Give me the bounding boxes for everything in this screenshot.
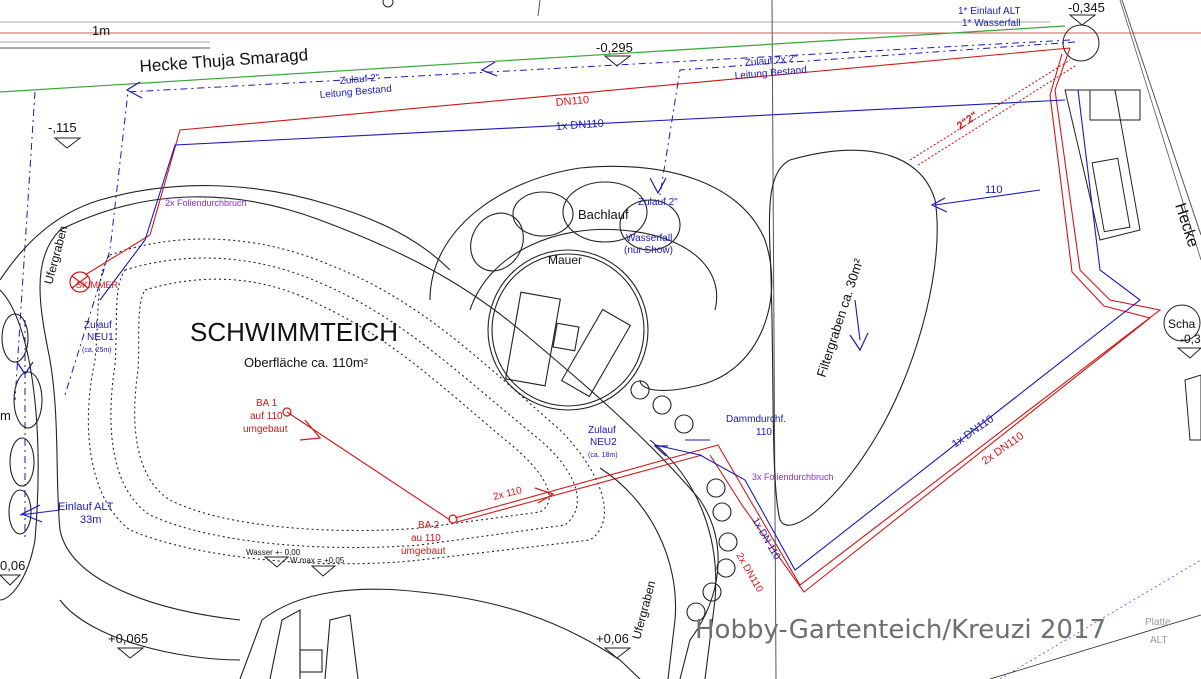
folie-2x-label: 2x Foliendurchbruch: [165, 198, 247, 208]
wasser-level: Wasser +- 0,00: [246, 548, 301, 557]
zulauf-neu2-label-3: (ca. 18m): [588, 452, 618, 459]
level-left-bottom: 0,06: [0, 558, 25, 573]
einlauf-alt-label-2: 33m: [80, 514, 101, 526]
right-2xdn110-label: 2x DN110: [980, 430, 1026, 467]
schacht-label-1: Scha: [1168, 317, 1196, 331]
drain-ba1-symbol: [282, 407, 292, 417]
labels: 1m Hecke Thuja Smaragd Hecke -0,295 -0,3…: [0, 0, 1201, 646]
schacht-label-2: -0,3: [1180, 332, 1201, 346]
ba1-label-2: auf 110: [250, 411, 283, 422]
platte-label-2: ALT: [1150, 635, 1168, 646]
hedge-right-label: Hecke: [1171, 201, 1201, 249]
ba2-label-1: BA 2: [418, 520, 440, 531]
pipe-110-label: 110: [985, 184, 1003, 196]
folie-3x-label: 3x Foliendurchbruch: [752, 472, 834, 482]
stepping-stones: [630, 380, 738, 622]
wasserfall-label-1: Wasserfall: [626, 233, 672, 244]
dn110-top-label: DN110: [555, 94, 589, 109]
wmax-level: W max = +0,05: [290, 556, 345, 565]
hedge-line: [0, 25, 1066, 93]
zulauf-neu1-label-2: NEU1: [87, 332, 114, 343]
zulauf-bestand-right-1: Zulauf 2x 2": [744, 53, 798, 69]
level-top-mid: -0,295: [596, 40, 633, 55]
zulauf-bestand-left-1: Zulauf 2": [339, 73, 380, 87]
damm-label-1: Dammdurchf.: [726, 414, 786, 425]
ba2-label-3: umgebaut: [401, 546, 446, 557]
pond-outlines: [0, 149, 938, 679]
ba1-label-1: BA 1: [256, 398, 278, 409]
drain-ba2-symbol: [448, 514, 458, 524]
mauer-label: Mauer: [548, 253, 582, 267]
dim-2x2-label: 2"2": [955, 110, 980, 133]
ba2-label-2: au 110: [411, 533, 441, 544]
pond-area: Oberfläche ca. 110m²: [244, 355, 369, 370]
ufergraben-bottom-label: Ufergraben: [629, 579, 658, 641]
scale-label: 1m: [92, 23, 110, 38]
ba1-label-3: umgebaut: [243, 424, 288, 435]
flow-arrows: [20, 197, 948, 523]
pump-structures: [989, 24, 1201, 679]
zulauf-neu2-label-2: NEU2: [590, 437, 617, 448]
level-bottom-mid: +0,065: [108, 631, 148, 646]
bachlauf-basins: [470, 181, 681, 411]
zulauf-neu2-label-1: Zulauf: [588, 425, 616, 436]
hedge-top-label: Hecke Thuja Smaragd: [139, 45, 309, 76]
skimmer-symbol: [69, 271, 91, 293]
level-top-right: -0,345: [1068, 0, 1105, 15]
platte-label-1: Platte: [1145, 617, 1171, 628]
level-left: -,115: [48, 120, 77, 135]
red-pipes: [84, 47, 1162, 593]
ufergraben-left-label: Ufergraben: [41, 224, 70, 286]
filtergraben-label: Filtergraben ca. 30m²: [814, 256, 867, 379]
skimmer-label: SKIMMER: [76, 280, 119, 290]
einlauf-alt-label-1: Einlauf ALT: [58, 501, 114, 513]
zulauf-neu1-label-1: Zulauf: [84, 320, 112, 331]
level-markers: [0, 0, 1201, 659]
damm-label-2: 110: [756, 427, 772, 438]
dn110-top-blue-label: 1x DN110: [555, 118, 604, 133]
level-bottom-right: +0,06: [596, 631, 629, 646]
zulauf-neu1-label-3: (ca. 25m): [82, 347, 112, 354]
pond-title: SCHWIMMTEICH: [190, 317, 398, 347]
zulauf-2-label: Zulauf 2": [638, 197, 678, 208]
zulauf-bestand-left-2: Leitung Bestand: [319, 84, 392, 101]
top-right-label-2: 1* Wasserfall: [962, 18, 1021, 29]
top-right-label-1: 1* Einlauf ALT: [958, 6, 1021, 17]
wasserfall-label-2: (nur Show): [624, 245, 673, 256]
bachlauf-label: Bachlauf: [578, 207, 629, 222]
blue-pipes: [19, 89, 1141, 571]
existing-pipes: [14, 39, 1076, 540]
watermark: Hobby-Gartenteich/Kreuzi 2017: [695, 615, 1106, 645]
diag-2xdn110-label: 2x DN110: [733, 551, 765, 595]
left-edge-m: m: [0, 408, 11, 423]
